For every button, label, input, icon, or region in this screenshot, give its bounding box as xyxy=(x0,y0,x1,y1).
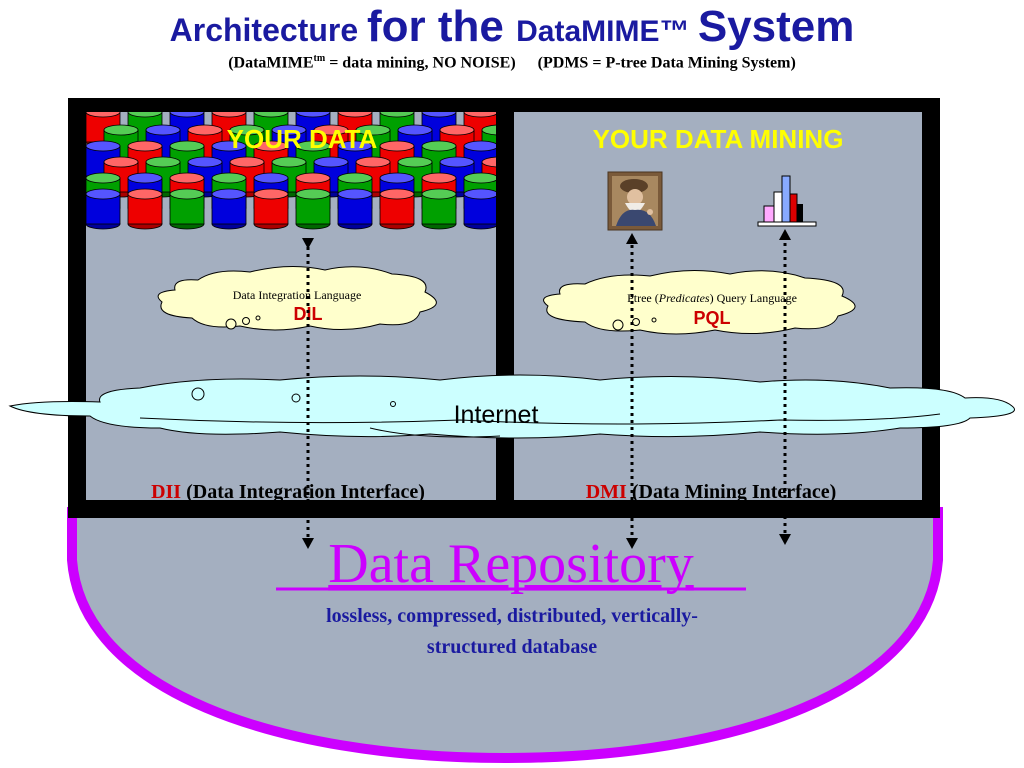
arrow-head-user-bottom xyxy=(626,538,638,549)
right-panel-heading: YOUR DATA MINING xyxy=(593,124,844,154)
title-part-datamime: DataMIME™ xyxy=(516,15,698,48)
dii-label: DII (Data Integration Interface) xyxy=(151,481,425,503)
data-cylinder xyxy=(421,188,457,230)
data-cylinder xyxy=(253,188,289,230)
data-cylinder xyxy=(379,188,415,230)
dmi-label: DMI (Data Mining Interface) xyxy=(586,481,837,503)
arrow-head-chart-bottom xyxy=(779,534,791,545)
subtitle-sup: tm xyxy=(313,53,326,64)
internet-label: Internet xyxy=(454,401,539,429)
repository-title: Data Repository xyxy=(328,533,693,595)
subtitle-part3: (PDMS = P-tree Data Mining System) xyxy=(537,54,796,72)
dil-cloud: Data Integration Language DIL xyxy=(157,265,437,331)
title-part-system: System xyxy=(697,2,855,51)
title-part-for-the: for the xyxy=(367,2,517,51)
arrow-head-dil-top xyxy=(302,238,314,249)
repository-bowl xyxy=(67,507,943,764)
user-photo-icon xyxy=(607,171,663,231)
pql-text-italic: Predicates xyxy=(658,291,710,305)
subtitle-part2: = data mining, NO NOISE) xyxy=(325,54,516,72)
data-flow-arrows xyxy=(306,236,787,540)
page-title: Architecture for the DataMIME™ System xyxy=(0,0,1024,59)
internet-cloud: Internet xyxy=(8,374,1015,439)
pql-cloud-text: Ptree (Predicates) Query Language xyxy=(627,291,797,305)
pql-text-after: ) Query Language xyxy=(710,291,797,305)
arrow-head-user-top xyxy=(626,233,638,244)
data-cylinder xyxy=(211,188,247,230)
arrow-head-chart-top xyxy=(779,229,791,240)
page-subtitle: (DataMIMEtm = data mining, NO NOISE) (PDM… xyxy=(0,53,1024,72)
data-cylinder xyxy=(169,188,205,230)
pql-acronym: PQL xyxy=(693,308,730,328)
data-cylinder xyxy=(86,188,121,230)
bar-chart-icon xyxy=(757,175,817,227)
pql-cloud: Ptree (Predicates) Query Language PQL xyxy=(543,269,856,335)
dii-text: (Data Integration Interface) xyxy=(181,481,425,503)
data-cylinder xyxy=(463,188,496,230)
data-cylinders xyxy=(86,112,496,230)
dmi-acronym: DMI xyxy=(586,481,627,503)
arrow-head-dil-bottom xyxy=(302,538,314,549)
subtitle-part1: (DataMIME xyxy=(228,54,314,72)
repository-desc-line2: structured database xyxy=(427,636,597,658)
data-cylinder xyxy=(127,188,163,230)
dii-acronym: DII xyxy=(151,481,181,503)
dmi-text: (Data Mining Interface) xyxy=(627,481,836,503)
pql-text-before: Ptree ( xyxy=(627,291,659,305)
data-cylinder xyxy=(337,188,373,230)
dil-cloud-text: Data Integration Language xyxy=(233,288,362,302)
data-cylinder xyxy=(295,188,331,230)
dil-acronym: DIL xyxy=(294,304,323,324)
repository-desc-line1: lossless, compressed, distributed, verti… xyxy=(326,605,698,627)
title-part-architecture: Architecture xyxy=(169,12,368,48)
left-panel-heading: YOUR DATA xyxy=(227,124,378,154)
title-area: Architecture for the DataMIME™ System (D… xyxy=(0,0,1024,72)
